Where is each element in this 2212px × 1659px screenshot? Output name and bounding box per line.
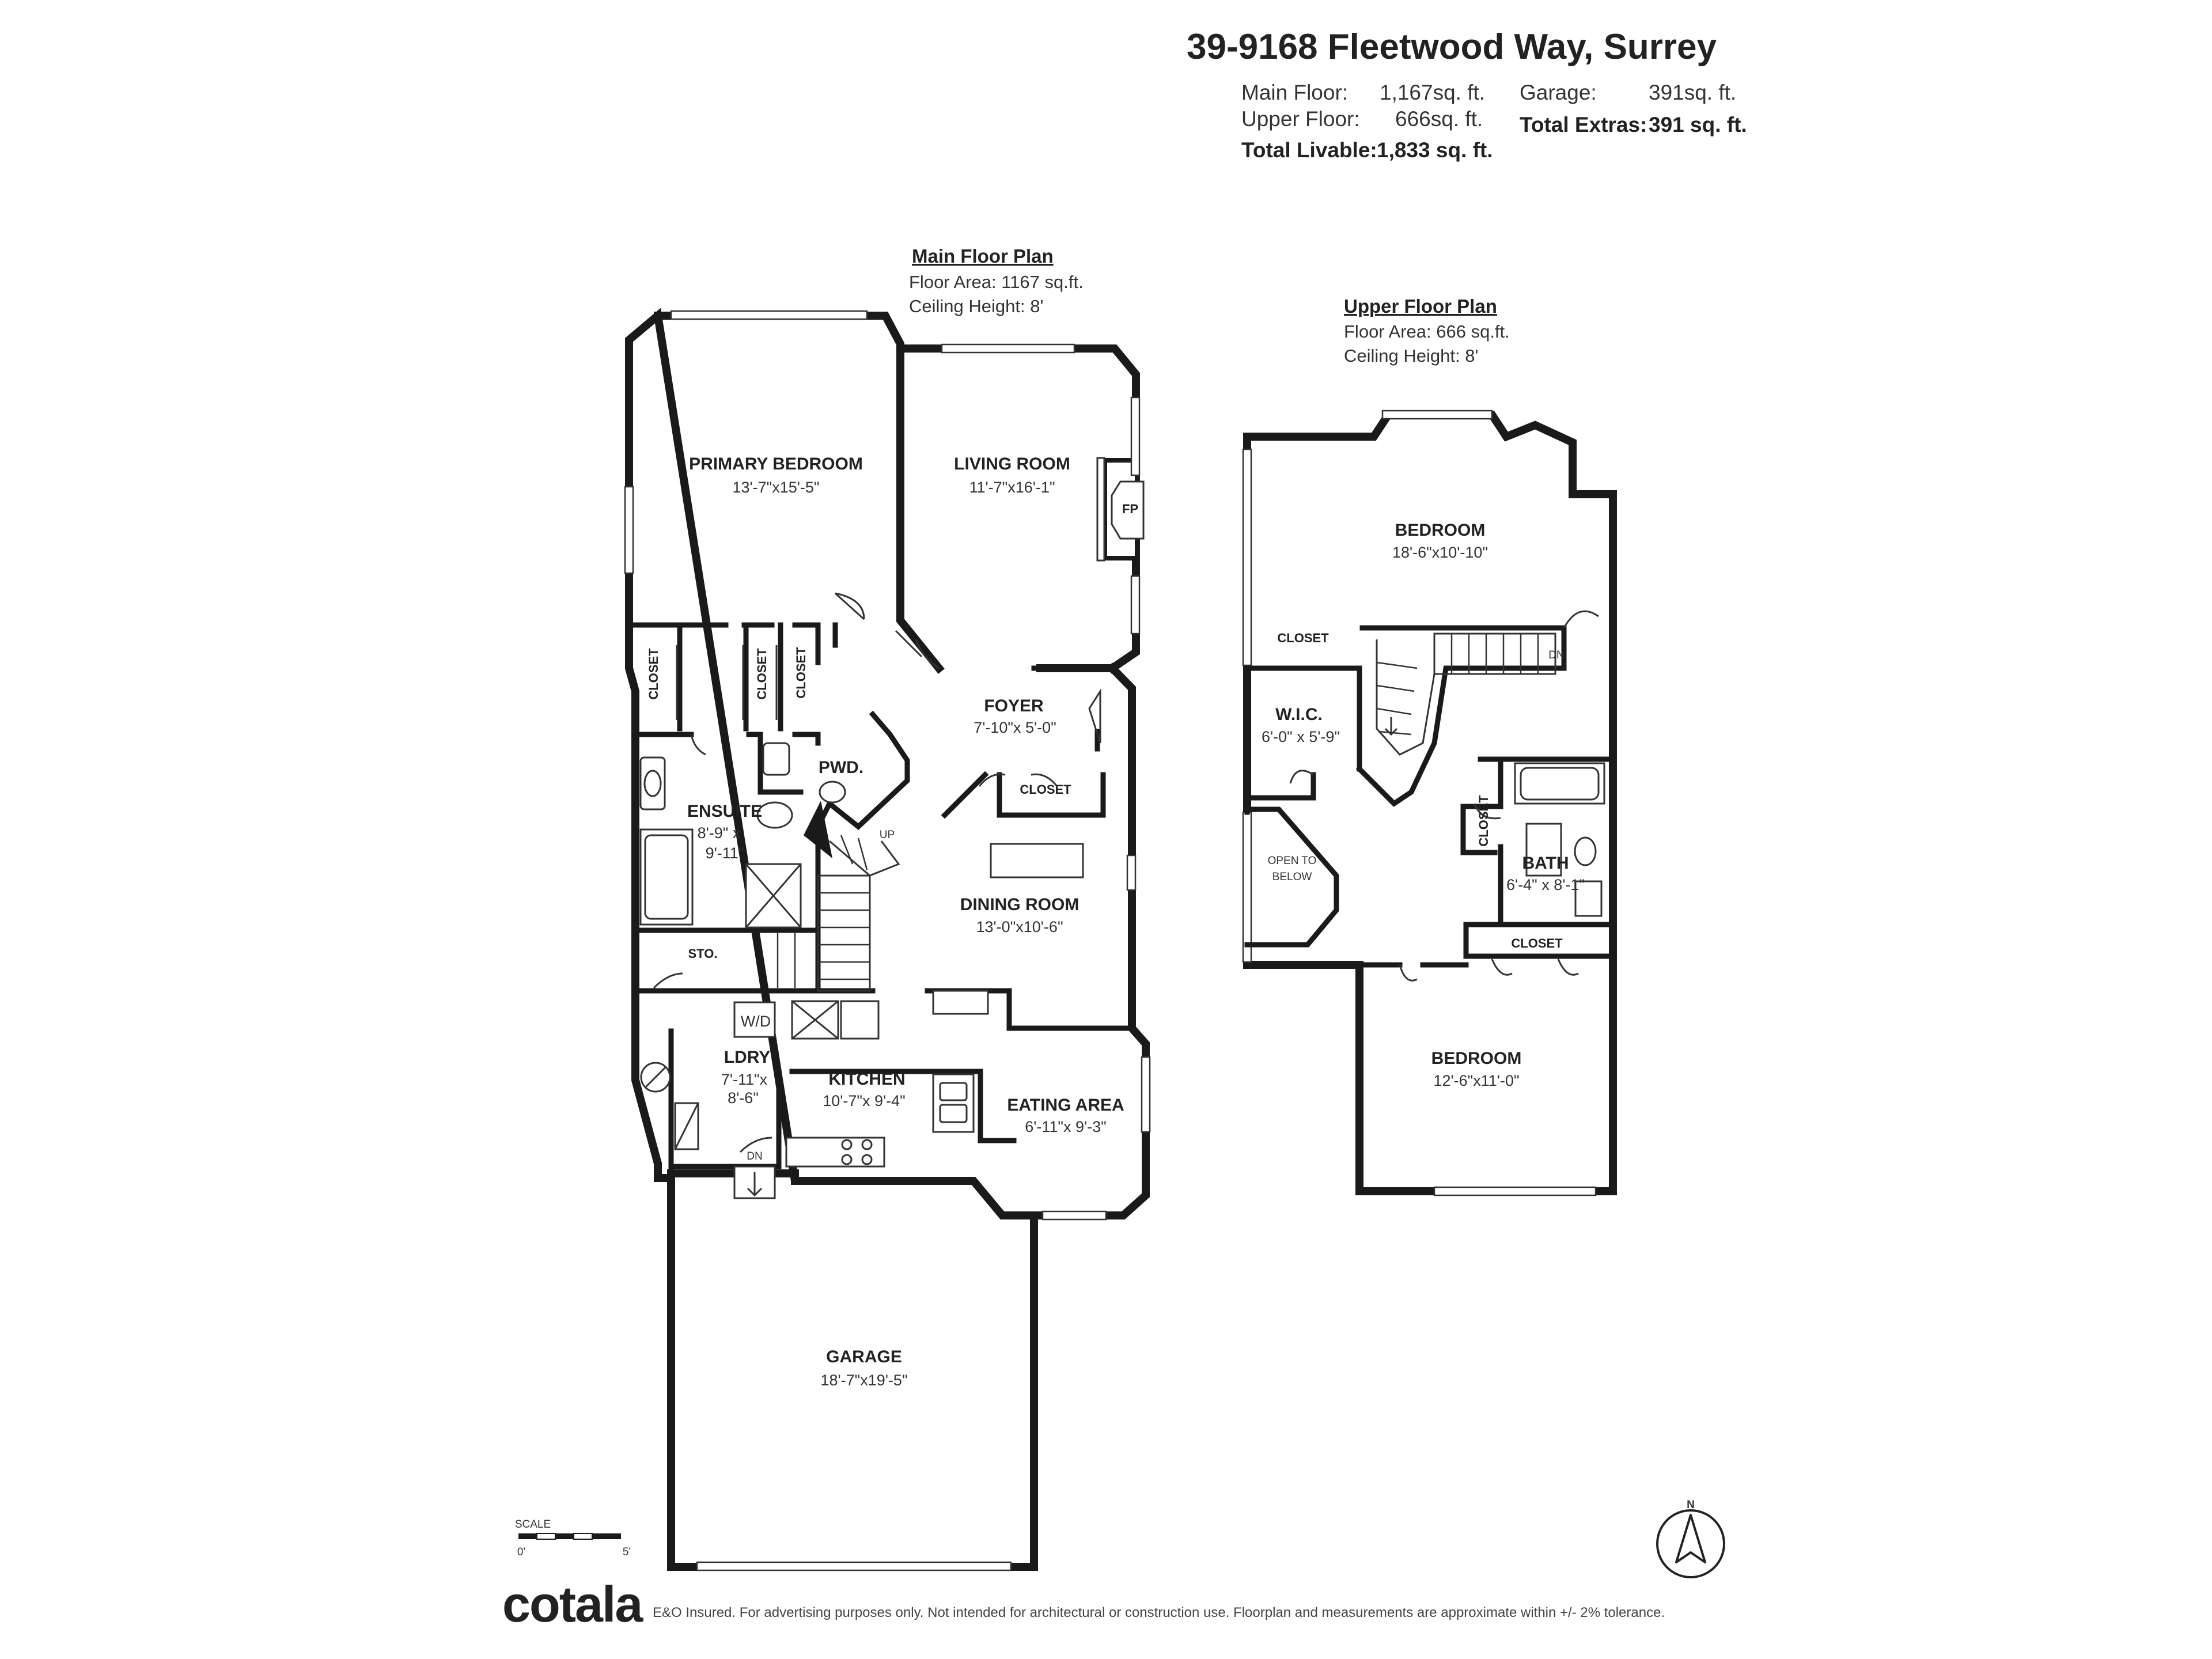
walk-in-closet-label: W.I.C. — [1275, 705, 1323, 724]
upper-closet-1-label: CLOSET — [1277, 631, 1329, 645]
open-to-below-label-1: OPEN TO — [1268, 855, 1317, 867]
total-extras-value: 391 sq. ft. — [1649, 113, 1747, 137]
powder-room-label: PWD. — [819, 758, 863, 777]
closet-foyer-label: CLOSET — [1020, 782, 1071, 797]
property-address: 39-9168 Fleetwood Way, Surrey — [1187, 27, 1717, 67]
dining-room-dim: 13'-0"x10'-6" — [976, 918, 1063, 935]
dining-room-label: DINING ROOM — [960, 895, 1080, 914]
upper-plan-area: Floor Area: 666 sq.ft. — [1344, 321, 1510, 342]
living-room-dim: 11'-7"x16'-1" — [969, 479, 1055, 496]
main-plan-title: Main Floor Plan — [912, 245, 1054, 267]
upper-closet-2-label: CLOSET — [1476, 795, 1491, 847]
laundry-label: LDRY — [724, 1048, 771, 1067]
main-floor-label: Main Floor: — [1241, 81, 1349, 104]
primary-bedroom-dim: 13'-7"x15'-5" — [732, 479, 819, 496]
primary-bedroom-label: PRIMARY BEDROOM — [689, 454, 863, 474]
kitchen-label: KITCHEN — [828, 1070, 905, 1089]
foyer-label: FOYER — [984, 696, 1044, 715]
living-room-label: LIVING ROOM — [954, 454, 1070, 474]
fireplace-label: FP — [1122, 502, 1138, 516]
upper-plan-title: Upper Floor Plan — [1344, 296, 1497, 317]
upper-bedroom-2-label: BEDROOM — [1431, 1049, 1522, 1068]
walk-in-closet-dim: 6'-0" x 5'-9" — [1262, 728, 1340, 745]
total-extras-label: Total Extras: — [1520, 113, 1647, 137]
upper-bedroom-2-dim: 12'-6"x11'-0" — [1433, 1072, 1519, 1089]
open-to-below-label-2: BELOW — [1272, 871, 1312, 883]
upper-floor-plan — [1242, 410, 1617, 1196]
stairs-down-upper-label: DN — [1548, 649, 1564, 661]
bath-label: BATH — [1522, 854, 1569, 873]
eating-area-dim: 6'-11"x 9'-3" — [1025, 1118, 1107, 1135]
upper-floor-value: 666sq. ft. — [1395, 107, 1483, 131]
washer-dryer-label: W/D — [741, 1013, 771, 1030]
main-plan-ceiling: Ceiling Height: 8' — [909, 296, 1043, 316]
kitchen-dim: 10'-7"x 9'-4" — [823, 1092, 906, 1109]
scale-end-label: 5' — [623, 1546, 631, 1558]
scale-start-label: 0' — [517, 1546, 525, 1558]
upper-floor-label: Upper Floor: — [1241, 107, 1360, 131]
brand-logo: cotala — [502, 1575, 643, 1633]
upper-closet-3-label: CLOSET — [1511, 936, 1563, 950]
garage-label: Garage: — [1520, 81, 1597, 104]
main-plan-area: Floor Area: 1167 sq.ft. — [909, 272, 1084, 292]
main-floor-plan: FP — [624, 308, 1151, 1571]
main-floor-value: 1,167sq. ft. — [1380, 81, 1486, 104]
foyer-dim: 7'-10"x 5'-0" — [974, 719, 1056, 736]
upper-bedroom-1-dim: 18'-6"x10'-10" — [1392, 544, 1488, 561]
upper-stairs — [1376, 632, 1556, 756]
compass-north-label: N — [1687, 1499, 1695, 1511]
upper-bedroom-1-label: BEDROOM — [1395, 521, 1486, 540]
eating-area-label: EATING AREA — [1007, 1096, 1124, 1115]
closet-2-label: CLOSET — [755, 648, 769, 700]
ensuite-dim-2: 9'-11" — [706, 844, 744, 862]
total-livable-label: Total Livable: — [1241, 138, 1377, 162]
ensuite-label: ENSUITE — [687, 802, 762, 821]
garage-dim: 18'-7"x19'-5" — [820, 1372, 907, 1389]
north-compass-icon: N — [1656, 1499, 1725, 1578]
bath-dim: 6'-4" x 8'-1" — [1506, 876, 1585, 893]
total-livable-value: 1,833 sq. ft. — [1377, 138, 1493, 162]
stairs-down-main-label: DN — [747, 1150, 762, 1162]
closet-1-label: CLOSET — [646, 648, 661, 700]
upper-plan-ceiling: Ceiling Height: 8' — [1344, 346, 1478, 366]
storage-label: STO. — [688, 946, 718, 961]
laundry-dim-1: 7'-11"x — [721, 1071, 768, 1088]
stairs-up-label: UP — [880, 829, 895, 841]
laundry-dim-2: 8'-6" — [728, 1089, 759, 1107]
main-stairs — [777, 835, 900, 992]
scale-label: SCALE — [515, 1518, 551, 1531]
scale-bar: SCALE 0' 5' — [515, 1518, 631, 1558]
ensuite-dim-1: 8'-9" x — [698, 824, 741, 842]
garage-value: 391sq. ft. — [1649, 81, 1737, 104]
disclaimer-text: E&O Insured. For advertising purposes on… — [653, 1605, 1665, 1620]
garage-label-plan: GARAGE — [826, 1347, 902, 1366]
closet-3-label: CLOSET — [794, 647, 808, 699]
